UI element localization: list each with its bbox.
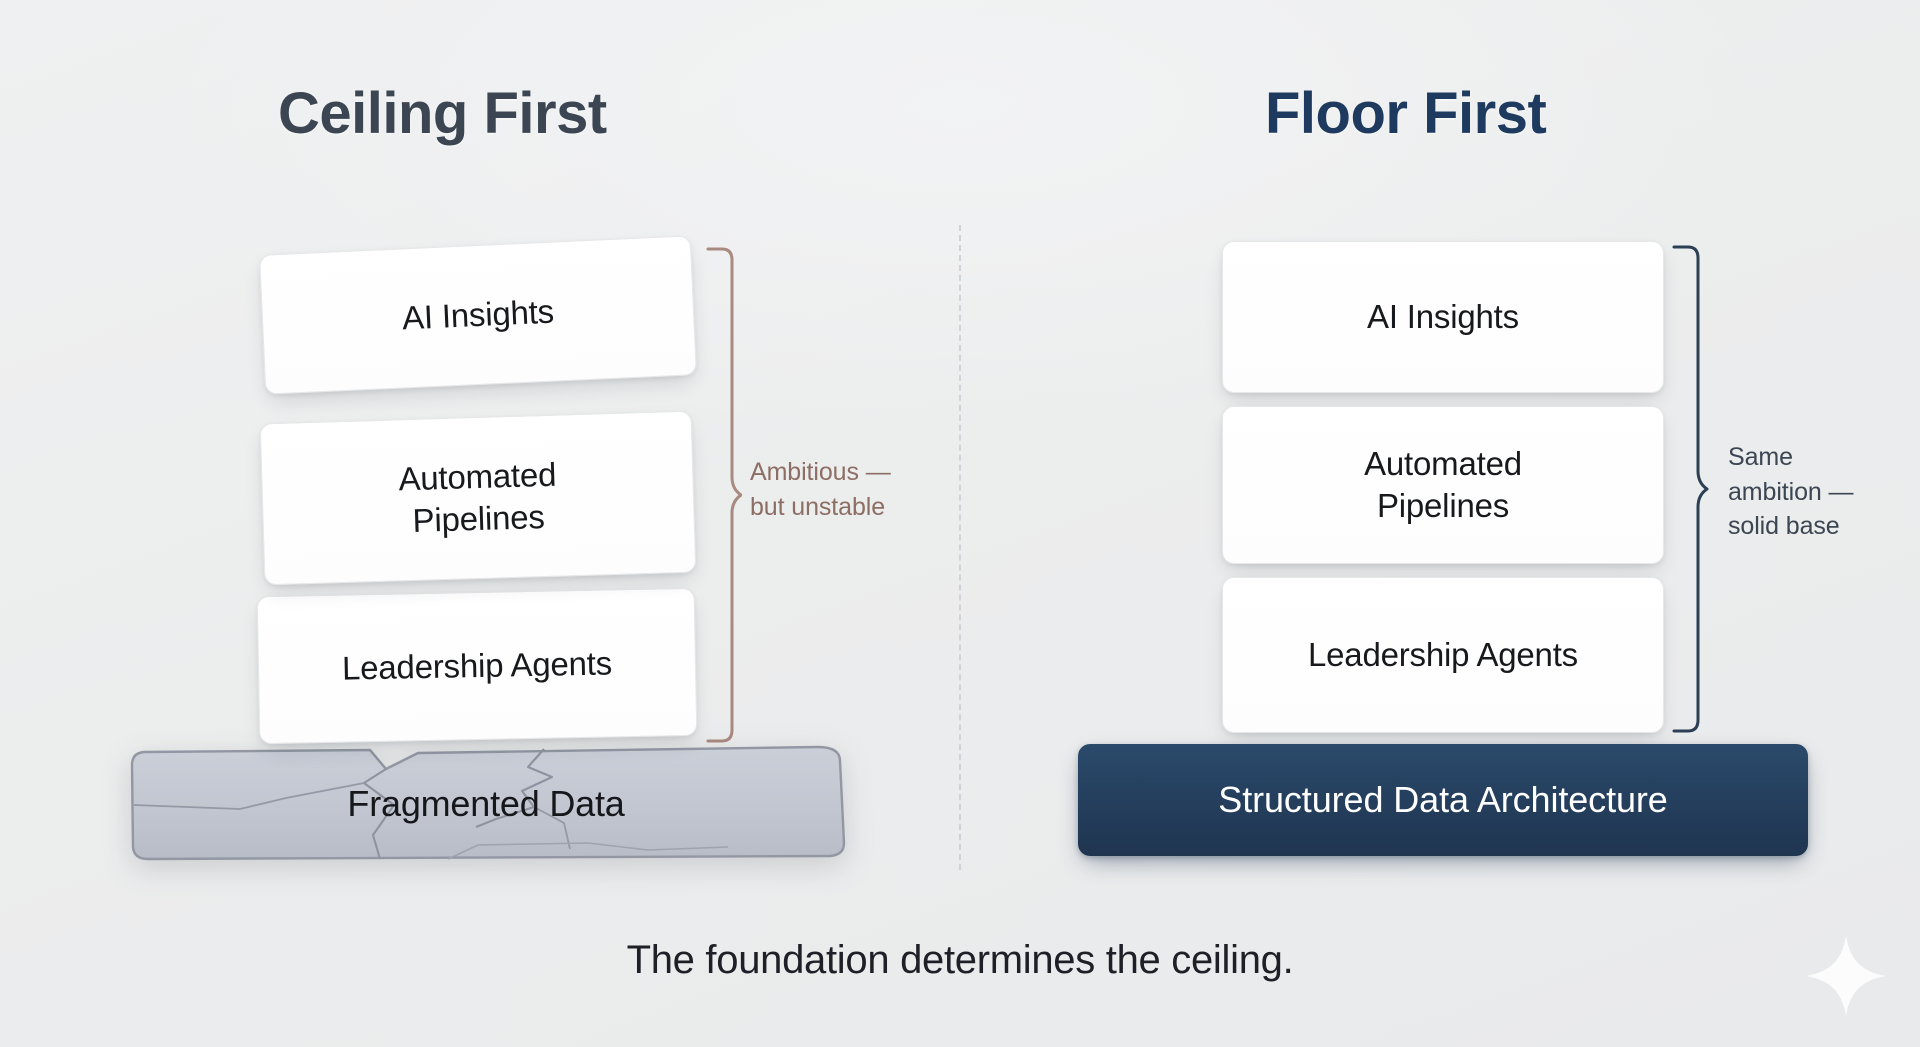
panel-title-ceiling-first: Ceiling First [278, 81, 607, 146]
annotation-left: Ambitious — but unstable [750, 458, 891, 521]
panel-divider [959, 225, 961, 870]
panel-title-floor-first: Floor First [1265, 81, 1547, 146]
card-leadership-agents-right[interactable]: Leadership Agents [1222, 577, 1664, 733]
card-automated-pipelines-left[interactable]: Automated Pipelines [259, 410, 697, 586]
card-leadership-agents-left[interactable]: Leadership Agents [256, 587, 698, 745]
caption-text: The foundation determines the ceiling. [626, 938, 1294, 982]
card-ai-insights-right[interactable]: AI Insights [1222, 241, 1664, 393]
base-structured-data-architecture[interactable]: Structured Data Architecture [1078, 744, 1808, 856]
base-fragmented-data-shape [130, 745, 846, 861]
card-automated-pipelines-right[interactable]: Automated Pipelines [1222, 406, 1664, 564]
bracket-right [1672, 245, 1709, 733]
bracket-left [706, 247, 742, 743]
card-ai-insights-left[interactable]: AI Insights [259, 235, 697, 395]
sparkle-icon [1806, 936, 1886, 1016]
annotation-right: Same ambition — solid base [1728, 443, 1854, 540]
